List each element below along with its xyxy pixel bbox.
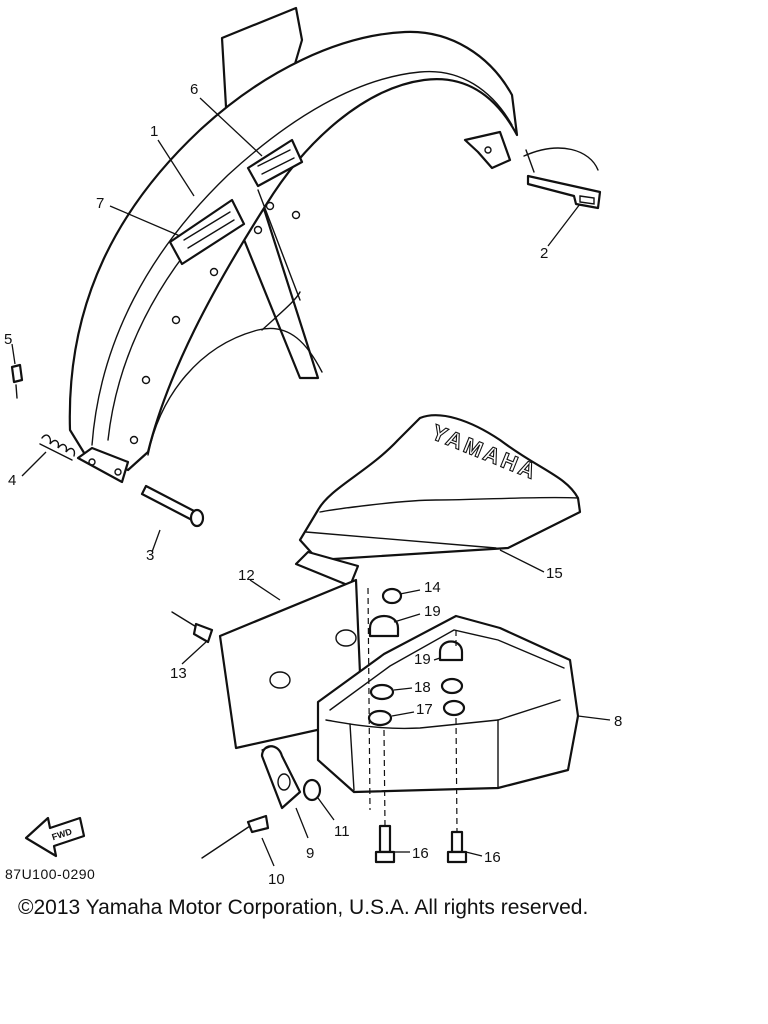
callout-14: 14 <box>424 579 441 596</box>
cap-nut-part-19-right <box>438 640 464 662</box>
callout-3: 3 <box>146 547 154 564</box>
copyright-notice: ©2013 Yamaha Motor Corporation, U.S.A. A… <box>18 896 589 919</box>
decal-label-upper <box>246 138 304 188</box>
callout-12: 12 <box>238 567 255 584</box>
callout-17: 17 <box>416 701 433 718</box>
callout-18: 18 <box>414 679 431 696</box>
screw-part-13 <box>171 611 214 644</box>
hinge-pin-part <box>140 484 205 528</box>
callout-labels: 1 2 3 4 5 6 7 8 9 10 11 12 13 14 15 16 1… <box>4 81 622 888</box>
callout-5: 5 <box>4 331 12 348</box>
decal-label-lower <box>168 198 246 266</box>
forward-direction-arrow-icon: FWD <box>24 816 86 858</box>
box-lid-part: YAMAHA <box>294 414 582 588</box>
clamp-part-9 <box>260 745 302 810</box>
callout-9: 9 <box>306 845 314 862</box>
callout-4: 4 <box>8 472 16 489</box>
washer-part-17-right <box>442 699 466 717</box>
cap-nut-part-19-left <box>368 614 400 638</box>
callout-6: 6 <box>190 81 198 98</box>
bolt-part-16-left <box>374 824 396 864</box>
diagram-code: 87U100-0290 <box>5 866 96 882</box>
callout-8: 8 <box>614 713 622 730</box>
callout-1: 1 <box>150 123 158 140</box>
assembly-guide-lines <box>367 587 458 833</box>
spring-part <box>39 434 76 461</box>
callout-19-lower: 19 <box>414 651 431 668</box>
callout-11: 11 <box>334 823 350 840</box>
fender-part <box>68 6 519 484</box>
bolt-part-16-right <box>446 830 468 864</box>
leader-lines <box>11 97 611 867</box>
washer-part-14 <box>381 587 403 605</box>
callout-15: 15 <box>546 565 563 582</box>
callout-16-right: 16 <box>484 849 501 866</box>
latch-part <box>523 147 602 210</box>
callout-2: 2 <box>540 245 548 262</box>
callout-16-left: 16 <box>412 845 429 862</box>
callout-10: 10 <box>268 871 285 888</box>
exploded-parts-diagram: YAMAHA <box>4 6 622 888</box>
cotter-pin-part <box>10 363 24 399</box>
callout-7: 7 <box>96 195 104 212</box>
screw-part-10 <box>201 814 270 859</box>
washer-part-17-left <box>367 709 393 727</box>
nut-part-18-left <box>369 683 395 701</box>
callout-13: 13 <box>170 665 187 682</box>
nut-part-18-right <box>440 677 464 695</box>
washer-part-11 <box>302 778 322 802</box>
callout-19-upper: 19 <box>424 603 441 620</box>
